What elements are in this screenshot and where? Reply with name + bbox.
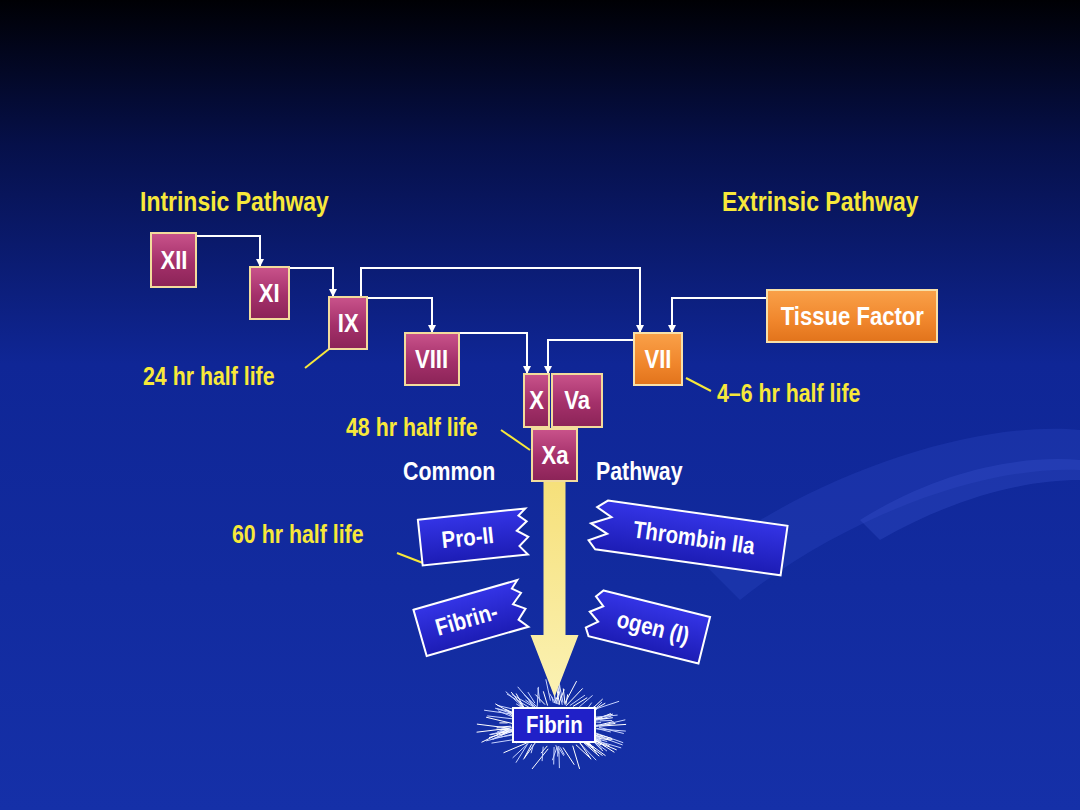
node-text: Xa — [541, 440, 568, 471]
leader-line — [397, 553, 423, 563]
activation-arrow — [460, 333, 527, 373]
node-text: Tissue Factor — [780, 301, 923, 332]
half-life-note: 24 hr half life — [143, 361, 275, 392]
activation-arrow — [672, 298, 766, 332]
pathway-label: Common — [403, 456, 495, 487]
fibrin-strand — [555, 697, 558, 705]
fibrin-strand — [563, 748, 574, 765]
pathway-label: Pathway — [596, 456, 683, 487]
fibrin-strand — [593, 720, 625, 728]
node-text: Pro-II — [441, 521, 496, 554]
fibrin-strand — [593, 729, 626, 732]
node-text: IX — [338, 308, 359, 339]
pathway-label: Extrinsic Pathway — [722, 186, 919, 218]
fibrin-strand — [477, 724, 509, 728]
fibrin-strand — [600, 720, 613, 721]
fibrin-strand — [531, 745, 533, 754]
fibrin-strand — [535, 695, 545, 705]
activation-arrow — [548, 340, 633, 373]
fibrin-strand — [580, 743, 591, 760]
fibrin-strand — [566, 694, 568, 704]
node-text: Va — [564, 385, 590, 416]
fibrin-strand — [582, 741, 599, 756]
fibrin-strand — [501, 731, 509, 736]
fibrin-strand — [499, 722, 507, 723]
factor-box: VII — [633, 332, 683, 386]
factor-box: Va — [551, 373, 603, 428]
factor-box: Tissue Factor — [766, 289, 938, 343]
common-pathway-arrow — [531, 482, 579, 697]
torn-label-box: Pro-II — [418, 508, 530, 565]
fibrin-strand — [523, 742, 535, 759]
fibrin-strand — [516, 743, 528, 763]
pathway-label: Intrinsic Pathway — [140, 186, 329, 218]
leader-line — [501, 430, 530, 450]
fibrin-strand — [477, 728, 510, 732]
fibrin-strand — [560, 747, 564, 754]
background-swoosh — [700, 429, 1080, 600]
fibrin-strand — [566, 688, 583, 706]
factor-box: X — [523, 373, 550, 428]
node-text: XI — [259, 278, 280, 309]
activation-arrow — [290, 268, 333, 296]
half-life-note: 60 hr half life — [232, 519, 364, 550]
factor-box: Xa — [531, 428, 578, 482]
background-swoosh — [860, 459, 1080, 540]
node-text: XII — [160, 245, 187, 276]
fibrin-strand — [543, 691, 547, 705]
activation-arrow — [368, 298, 432, 332]
half-life-note: 48 hr half life — [346, 412, 478, 443]
fibrin-strand — [538, 688, 540, 703]
fibrin-strand — [486, 717, 512, 723]
fibrin-strand — [542, 747, 543, 762]
torn-label-box: Fibrin- — [413, 580, 530, 656]
fibrin-strand — [559, 748, 564, 755]
activation-arrow — [197, 236, 260, 266]
factor-box: XII — [150, 232, 197, 288]
factor-box: XI — [249, 266, 290, 320]
fibrin-strand — [573, 746, 580, 769]
node-text: Fibrin — [526, 711, 583, 739]
fibrin-strand — [570, 695, 585, 705]
fibrin-strand — [558, 746, 560, 768]
torn-label-box: ogen (I) — [584, 588, 710, 663]
fibrin-strand — [528, 692, 535, 703]
fibrin-strand — [541, 746, 547, 753]
fibrin-strand — [484, 710, 515, 714]
fibrin-strand — [491, 730, 515, 740]
node-text: VIII — [415, 344, 448, 375]
leader-line — [686, 378, 711, 391]
fibrin-strand — [553, 747, 554, 765]
factor-box: VIII — [404, 332, 460, 386]
torn-label-box: Thrombin IIa — [587, 499, 787, 576]
factor-box: IX — [328, 296, 368, 350]
fibrin-strand — [552, 748, 556, 760]
fibrin-box: Fibrin — [512, 707, 596, 743]
fibrin-strand — [593, 715, 618, 717]
fibrin-strand — [532, 749, 548, 769]
activation-arrow — [361, 268, 640, 332]
node-text: X — [529, 385, 544, 416]
fibrin-strand — [557, 746, 558, 756]
half-life-note: 4–6 hr half life — [717, 378, 860, 409]
leader-line — [305, 349, 329, 368]
node-text: VII — [644, 344, 671, 375]
fibrin-strand — [597, 729, 611, 733]
